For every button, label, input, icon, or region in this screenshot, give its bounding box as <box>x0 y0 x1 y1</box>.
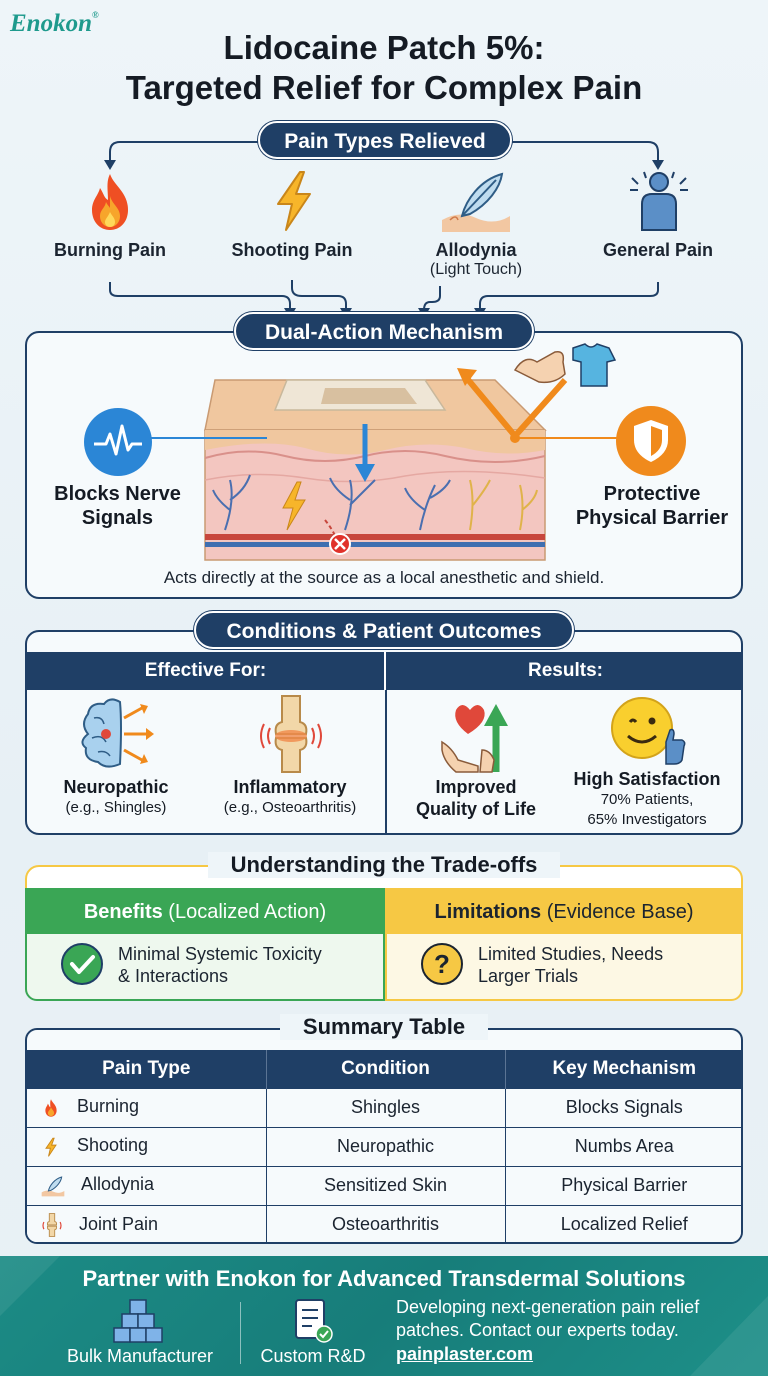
mechanism-caption: Acts directly at the source as a local a… <box>163 568 605 587</box>
condition-neuropathic: Neuropathic(e.g., Shingles) <box>63 777 169 816</box>
person-pain-icon <box>624 168 688 231</box>
col-pain-type: Pain Type <box>27 1050 267 1088</box>
pain-type-general: General Pain <box>602 240 714 260</box>
checklist-icon <box>292 1298 334 1344</box>
pain-types-heading: Pain Types Relieved <box>258 121 512 159</box>
feather-icon <box>440 170 510 232</box>
protective-barrier-label: Protective Physical Barrier <box>575 483 729 529</box>
col-key-mechanism: Key Mechanism <box>505 1050 741 1088</box>
table-row: Burning Shingles Blocks Signals <box>27 1087 741 1127</box>
table-row: Joint Pain Osteoarthritis Localized Reli… <box>27 1204 741 1242</box>
footer-title: Partner with Enokon for Advanced Transde… <box>82 1266 686 1291</box>
table-row: Allodynia Sensitized Skin Physical Barri… <box>27 1165 741 1205</box>
bulk-manufacturer-label: Bulk Manufacturer <box>66 1346 214 1366</box>
summary-table: Pain Type Condition Key Mechanism Burnin… <box>27 1050 741 1242</box>
limitations-header: Limitations (Evidence Base) <box>387 890 741 934</box>
checkmark-icon <box>60 942 104 986</box>
brain-icon <box>76 694 160 774</box>
blocks-nerve-signals-label: Blocks Nerve Signals <box>54 483 181 529</box>
skin-cross-section-illustration <box>145 343 625 561</box>
fire-icon <box>78 170 142 230</box>
pain-type-shooting: Shooting Pain <box>231 240 353 260</box>
smiley-thumbs-icon <box>608 694 688 766</box>
tradeoffs-heading: Understanding the Trade-offs <box>208 852 560 878</box>
svg-text:?: ? <box>434 949 450 979</box>
feather-icon <box>41 1174 65 1196</box>
brand-logo: Enokon® <box>10 10 99 37</box>
summary-heading: Summary Table <box>280 1014 488 1040</box>
summary-panel: Pain Type Condition Key Mechanism Burnin… <box>25 1028 743 1244</box>
question-icon: ? <box>420 942 464 986</box>
footer-decoration <box>0 1256 768 1376</box>
condition-inflammatory: Inflammatory(e.g., Osteoarthritis) <box>223 777 357 816</box>
joint-icon <box>256 694 326 774</box>
nerve-signal-icon <box>82 406 154 478</box>
conditions-heading: Conditions & Patient Outcomes <box>194 611 574 649</box>
website-link[interactable]: painplaster.com <box>396 1344 534 1364</box>
custom-rd-label: Custom R&D <box>260 1346 366 1366</box>
footer-banner: Partner with Enokon for Advanced Transde… <box>0 1256 768 1376</box>
mechanism-heading: Dual-Action Mechanism <box>234 312 534 350</box>
lightning-icon <box>262 168 326 231</box>
page-title: Lidocaine Patch 5%: Targeted Relief for … <box>125 29 643 106</box>
effective-for-header: Effective For: <box>27 652 386 690</box>
pain-type-allodynia: Allodynia(Light Touch) <box>429 240 523 278</box>
pain-type-burning: Burning Pain <box>54 240 166 260</box>
shield-icon <box>614 404 688 478</box>
col-condition: Condition <box>266 1050 506 1088</box>
results-header: Results: <box>386 652 741 690</box>
benefits-header: Benefits (Localized Action) <box>27 890 383 934</box>
lightning-icon <box>41 1135 61 1157</box>
cubes-icon <box>112 1298 164 1344</box>
joint-icon <box>41 1212 63 1237</box>
fire-icon <box>41 1096 61 1117</box>
heart-hands-icon <box>438 694 518 774</box>
table-row: Shooting Neuropathic Numbs Area <box>27 1126 741 1166</box>
benefits-text: Minimal Systemic Toxicity& Interactions <box>118 944 322 986</box>
